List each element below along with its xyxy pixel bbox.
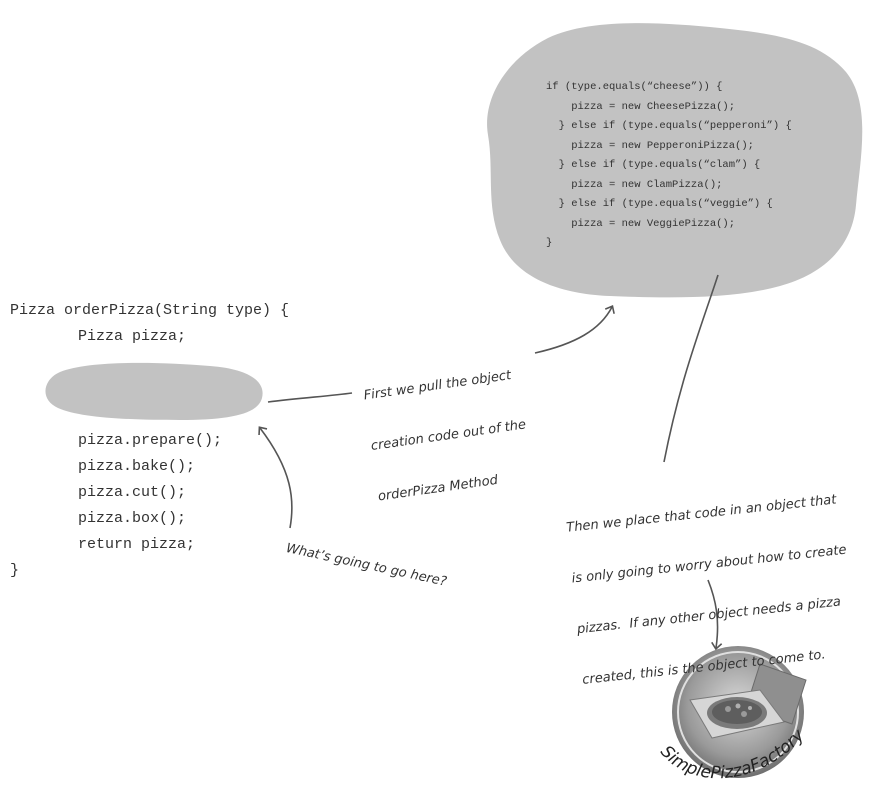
pull-out-note-line: creation code out of the [369, 417, 527, 455]
place-in-object-note: Then we place that code in an object tha… [562, 457, 860, 706]
pizza-declaration: Pizza pizza; [78, 328, 187, 345]
method-closing-brace: } [10, 562, 20, 579]
pull-out-note: First we pull the object creation code o… [358, 332, 537, 522]
blob-code-line: } else if (type.equals(“pepperoni”) { [546, 120, 792, 132]
blob-code-line: } else if (type.equals(“clam”) { [546, 159, 761, 171]
blob-code-line: pizza = new ClamPizza(); [546, 178, 723, 191]
pull-out-note-line: orderPizza Method [377, 472, 499, 505]
blob-code-line: } else if (type.equals(“veggie”) { [546, 198, 773, 210]
call-box: pizza.box(); [78, 510, 187, 527]
blob-code-line: if (type.equals(“cheese”)) { [546, 81, 723, 93]
code-blob [487, 23, 863, 298]
blob-to-text-line [663, 274, 719, 463]
call-cut: pizza.cut(); [78, 484, 187, 501]
method-signature: Pizza orderPizza(String type) { [10, 302, 290, 319]
question-arrow [258, 426, 293, 529]
blob-code-line: } [546, 237, 553, 249]
text-to-factory-arrow [707, 579, 723, 651]
pull-out-arrow-curve [534, 305, 615, 354]
blob-code-line: pizza = new PepperoniPizza(); [546, 139, 754, 152]
pull-out-note-line: First we pull the object [362, 367, 513, 404]
call-prepare: pizza.prepare(); [78, 432, 223, 449]
blob-code-block: if (type.equals(“cheese”)) { pizza = new… [546, 78, 792, 254]
pull-out-arrow [267, 392, 353, 403]
place-in-object-note-line: Then we place that code in an object tha… [565, 492, 838, 536]
blob-code-line: pizza = new VeggiePizza(); [546, 217, 736, 230]
return-statement: return pizza; [78, 536, 196, 553]
pizza-box-icon [672, 646, 807, 778]
blob-code-line: pizza = new CheesePizza(); [546, 100, 736, 113]
call-bake: pizza.bake(); [78, 458, 196, 475]
place-in-object-note-line: is only going to worry about how to crea… [570, 542, 848, 587]
placeholder-blob [45, 362, 263, 420]
place-in-object-note-line: pizzas. If any other object needs a pizz… [576, 594, 842, 638]
